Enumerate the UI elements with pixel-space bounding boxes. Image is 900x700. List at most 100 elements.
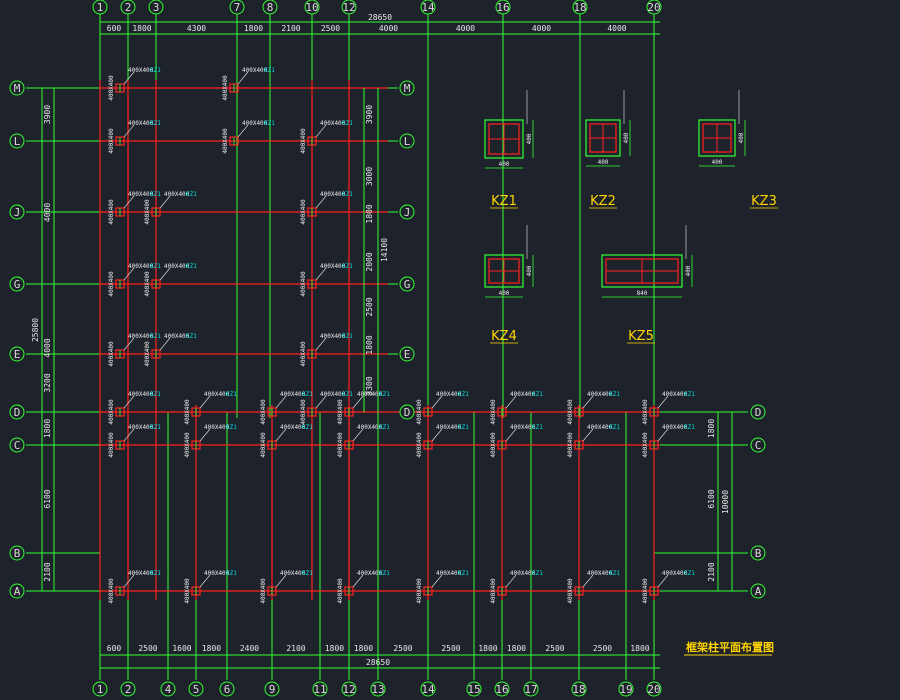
column-size-vertical: 400X400 bbox=[144, 341, 151, 367]
axis-bottom-16: 16 bbox=[494, 681, 510, 697]
bottom-span-dim: 1800 bbox=[507, 644, 526, 653]
column-size: 400X400 bbox=[164, 263, 190, 270]
axis-right-upper-M: M bbox=[399, 80, 415, 96]
axis-circle bbox=[9, 437, 25, 453]
axis-label: 12 bbox=[342, 683, 355, 696]
axis-label: 20 bbox=[647, 683, 660, 696]
column-size-vertical: 400X400 bbox=[300, 199, 307, 225]
column-size-vertical: 400X400 bbox=[108, 432, 115, 458]
axis-right-lower-B: B bbox=[750, 545, 766, 561]
axis-bottom-13: 13 bbox=[370, 681, 386, 697]
bottom-span-dim: 1600 bbox=[172, 644, 191, 653]
column-size: 400X400 bbox=[662, 424, 688, 431]
kz-outline bbox=[484, 254, 524, 288]
column-leader bbox=[431, 395, 443, 409]
kz-outline bbox=[601, 254, 683, 288]
column-size: 400X400 bbox=[510, 570, 536, 577]
column-size: 400X400 bbox=[128, 391, 154, 398]
grid-lines bbox=[26, 14, 748, 680]
column-tag: KZ1 bbox=[186, 333, 197, 340]
column-leader bbox=[582, 395, 594, 409]
column-size: 400X400 bbox=[128, 191, 154, 198]
column-leader bbox=[431, 574, 443, 588]
axis-label: 6 bbox=[224, 683, 231, 696]
column-tag: KZ1 bbox=[342, 263, 353, 270]
axis-label: 2 bbox=[125, 1, 132, 14]
column-size: 400X400 bbox=[436, 391, 462, 398]
column-size-vertical: 400X400 bbox=[642, 578, 649, 604]
axis-label: 20 bbox=[647, 1, 660, 14]
column-size-vertical: 400X400 bbox=[108, 75, 115, 101]
column-leader bbox=[352, 428, 364, 442]
column-size: 400X400 bbox=[164, 333, 190, 340]
column-size-vertical: 400X400 bbox=[642, 399, 649, 425]
axis-circle bbox=[229, 0, 245, 15]
top-span-dim: 1800 bbox=[132, 24, 151, 33]
top-span-dim: 4000 bbox=[379, 24, 398, 33]
axis-label: B bbox=[755, 547, 762, 560]
bottom-span-dim: 600 bbox=[107, 644, 122, 653]
axis-label: G bbox=[404, 278, 411, 291]
column-size-vertical: 400X400 bbox=[416, 432, 423, 458]
upper-right-span-dim: 1800 bbox=[365, 204, 374, 223]
column-tag: KZ1 bbox=[150, 263, 161, 270]
axis-circle bbox=[160, 681, 176, 697]
column-size-vertical: 400X400 bbox=[567, 399, 574, 425]
axis-circle bbox=[120, 0, 136, 15]
lower-right-span-dim: 6100 bbox=[707, 489, 716, 508]
axis-bottom-15: 15 bbox=[466, 681, 482, 697]
column-tag: KZ1 bbox=[226, 570, 237, 577]
axis-circle bbox=[9, 583, 25, 599]
column-tag: KZ1 bbox=[150, 391, 161, 398]
bottom-span-dim: 1800 bbox=[325, 644, 344, 653]
column-size: 400X400 bbox=[280, 391, 306, 398]
upper-right-span-dim: 2500 bbox=[365, 297, 374, 316]
axis-top-3: 3 bbox=[148, 0, 164, 15]
axis-bottom-19: 19 bbox=[618, 681, 634, 697]
axis-circle bbox=[399, 204, 415, 220]
column-size: 400X400 bbox=[128, 424, 154, 431]
upper-right-span-dim: 2000 bbox=[365, 252, 374, 271]
axis-label: 13 bbox=[371, 683, 384, 696]
bottom-span-dim: 1800 bbox=[478, 644, 497, 653]
column-leader bbox=[237, 124, 249, 138]
kz-section-details: 400400KZ1400400KZ2400400KZ3400400KZ48404… bbox=[484, 90, 778, 344]
column-size-vertical: 400X400 bbox=[184, 399, 191, 425]
axis-bottom-1: 1 bbox=[92, 681, 108, 697]
upper-right-span-dim: 1800 bbox=[365, 335, 374, 354]
column-size-vertical: 400X400 bbox=[184, 578, 191, 604]
column-leader bbox=[123, 574, 135, 588]
kz-label: KZ2 bbox=[590, 194, 616, 209]
axis-label: 12 bbox=[342, 1, 355, 14]
axis-left-A: A bbox=[9, 583, 25, 599]
upper-right-span-dim: 3300 bbox=[365, 376, 374, 395]
axis-bottom-14: 14 bbox=[420, 681, 436, 697]
column-leader bbox=[123, 195, 135, 209]
axis-right-upper-E: E bbox=[399, 346, 415, 362]
axis-right-upper-L: L bbox=[399, 133, 415, 149]
column-leader bbox=[159, 337, 171, 351]
axis-right-lower-D: D bbox=[750, 404, 766, 420]
axis-bottom-11: 11 bbox=[312, 681, 328, 697]
column-tag: KZ1 bbox=[264, 120, 275, 127]
axis-bottom-2: 2 bbox=[120, 681, 136, 697]
bottom-total-dim: 28650 bbox=[366, 658, 390, 667]
axis-circle bbox=[264, 681, 280, 697]
axis-top-10: 10 bbox=[304, 0, 320, 15]
axis-label: J bbox=[404, 206, 411, 219]
column-leader bbox=[275, 395, 287, 409]
